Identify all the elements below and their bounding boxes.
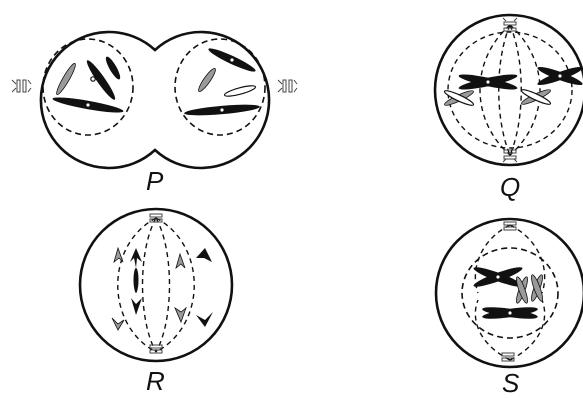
- cell-p-right-pole: [278, 80, 297, 92]
- cell-p: P: [12, 32, 297, 196]
- label-q: Q: [500, 172, 520, 202]
- label-r: R: [146, 366, 165, 396]
- cell-p-left-pole: [12, 80, 31, 92]
- cell-r: R: [80, 209, 232, 396]
- cell-s: S: [436, 219, 583, 398]
- cell-s-membrane: [436, 219, 583, 367]
- cell-q: Q: [435, 15, 583, 202]
- label-p: P: [146, 166, 164, 196]
- cell-q-membrane: [435, 15, 583, 165]
- cell-r-membrane: [80, 209, 232, 361]
- label-s: S: [502, 368, 520, 398]
